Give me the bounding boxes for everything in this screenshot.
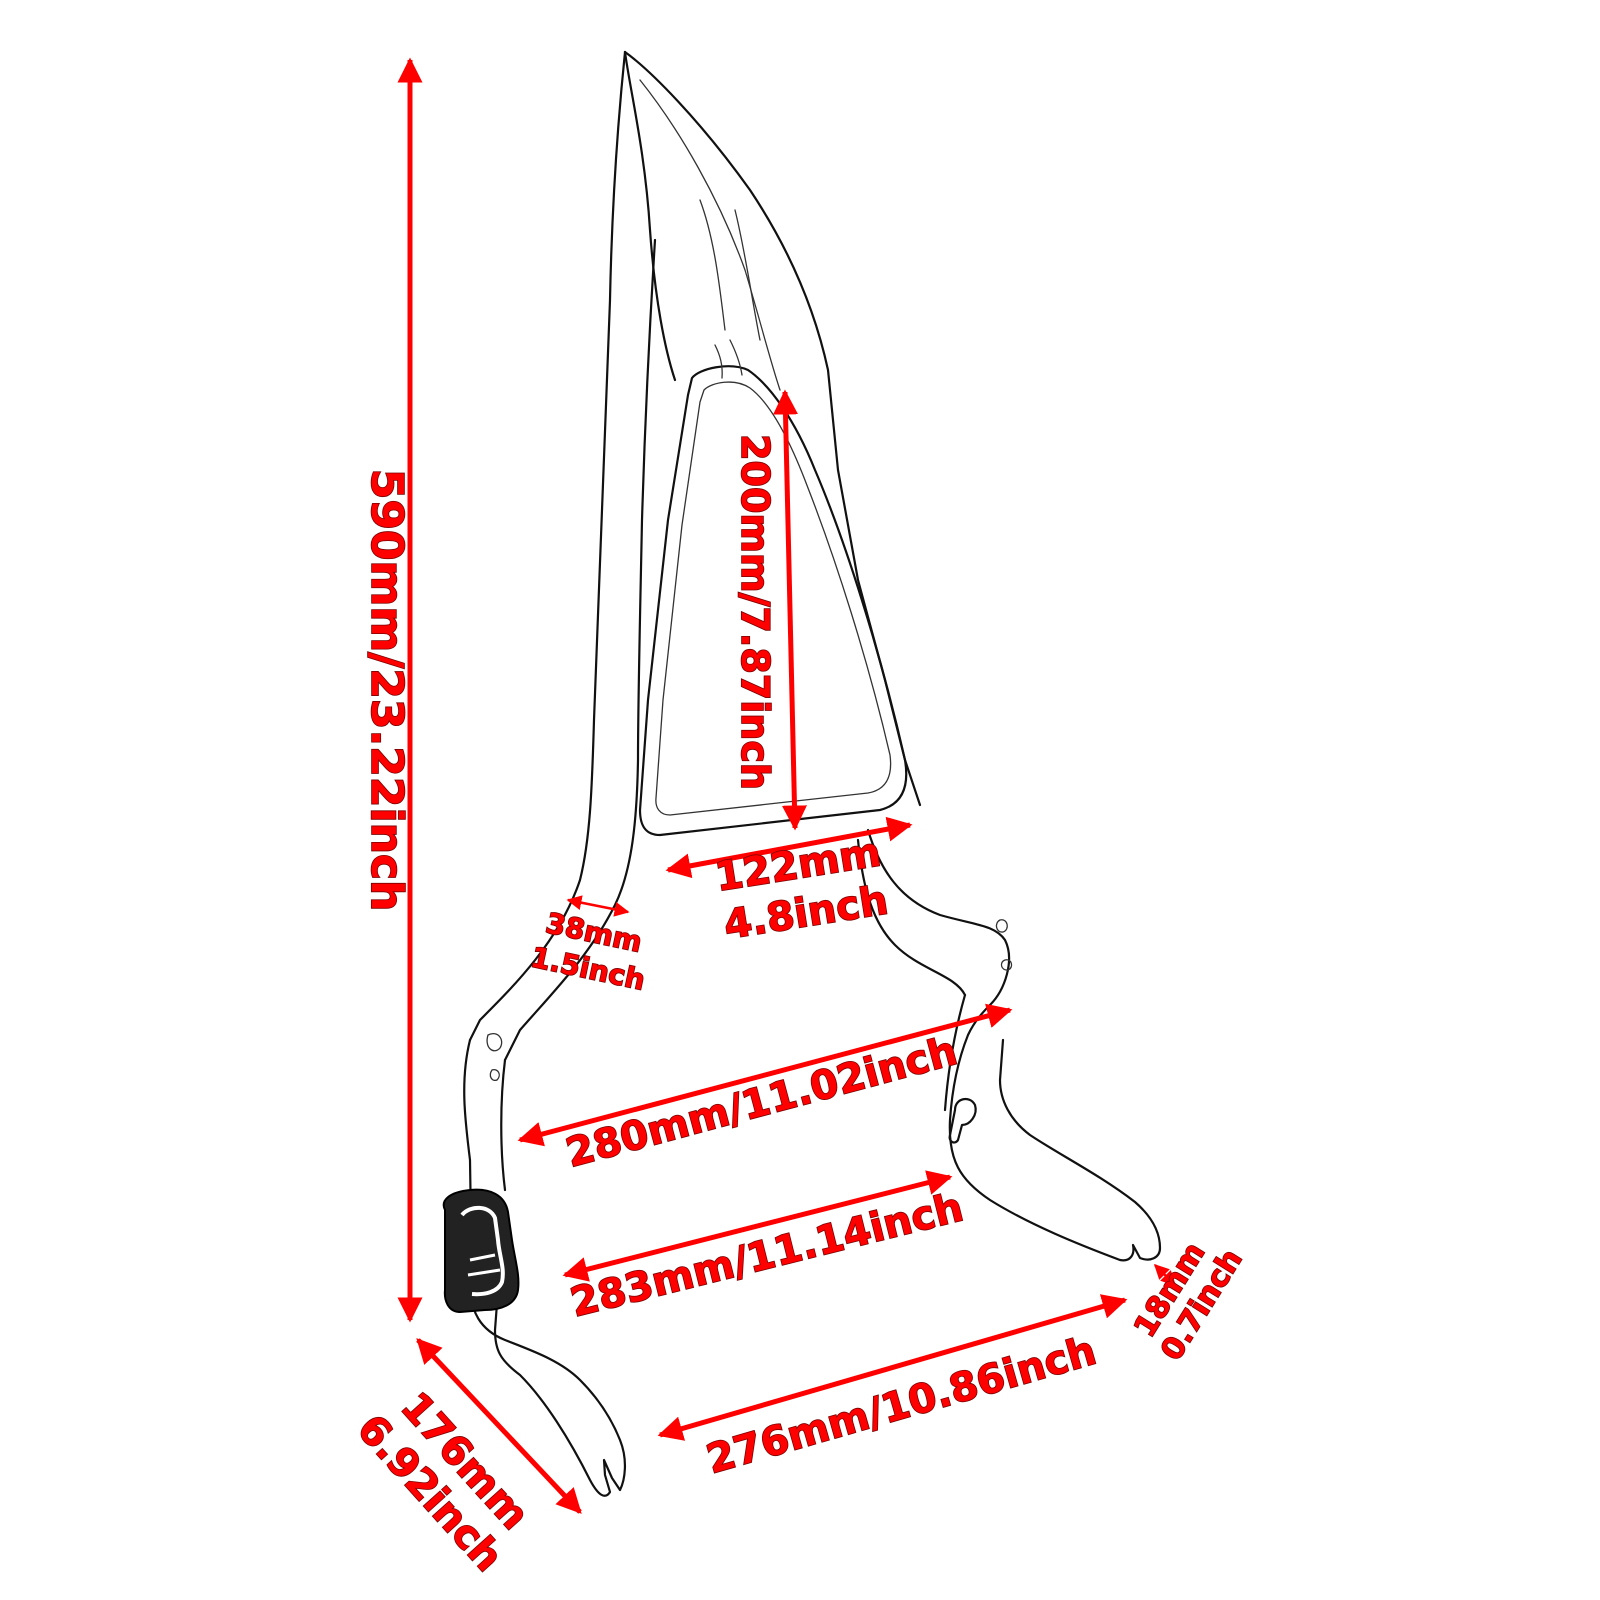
bar-spike-highlight: [639, 79, 781, 391]
slot-width-dimension-line: [1153, 1263, 1177, 1287]
pad-height-dimension-line: [773, 389, 807, 831]
backrest-pad: [638, 339, 908, 837]
bar-left-outer: [468, 50, 627, 1042]
pad-bracket: [714, 339, 743, 379]
middle-width-dimension-line: [562, 1170, 953, 1282]
upper-width-dimension-line: [517, 1003, 1013, 1147]
pad-height-label: 200mm/7.87inch: [733, 434, 777, 790]
left-plate-bolts: [486, 1033, 503, 1082]
tube-diameter-dimension-line: [566, 895, 630, 917]
height-label: 590mm/23.22inch: [361, 469, 412, 912]
pad-outline: [638, 365, 908, 837]
right-plate-keyhole: [948, 1097, 977, 1144]
bar-tip-inner: [623, 50, 677, 382]
middle-width-label: 283mm/11.14inch: [566, 1184, 968, 1326]
right-plate-outline: [948, 1003, 1162, 1262]
latch-mechanism: [442, 1188, 520, 1314]
depth-dimension-line: [416, 1338, 582, 1514]
right-plate-bolts: [995, 919, 1013, 971]
bottom-width-dimension-line: [657, 1294, 1128, 1441]
sissy-bar-drawing: [442, 50, 1162, 1497]
left-plate-inner: [500, 1058, 507, 1192]
upper-width-label: 280mm/11.02inch: [561, 1028, 962, 1177]
bar-tip-outline: [623, 50, 922, 807]
pad-width-dimension-line: [665, 816, 913, 879]
bar-spike-highlight-2: [699, 199, 761, 341]
dimension-lines: [397, 57, 1177, 1514]
bar-left-inner: [503, 238, 657, 1062]
pad-stitch: [655, 381, 892, 816]
